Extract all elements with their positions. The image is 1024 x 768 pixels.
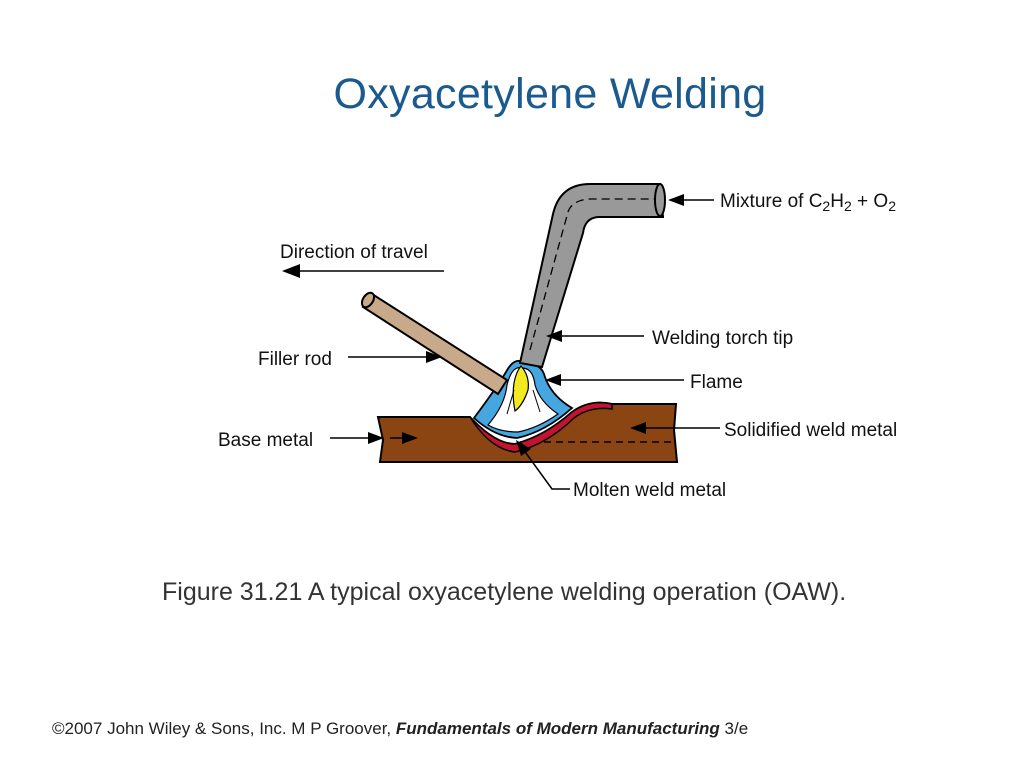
label-welding-torch-tip: Welding torch tip <box>652 328 793 349</box>
label-flame: Flame <box>690 372 743 393</box>
molten-weld-metal <box>469 401 613 453</box>
label-mixture: Mixture of C2H2 + O2 <box>720 191 896 214</box>
label-filler-rod: Filler rod <box>258 349 332 370</box>
slide-title: Oxyacetylene Welding <box>333 70 767 118</box>
flame-core <box>512 365 529 413</box>
label-solidified-weld-metal: Solidified weld metal <box>724 420 897 441</box>
filler-rod <box>361 292 509 396</box>
solidified-leader <box>630 422 720 434</box>
mixture-leader <box>668 194 714 206</box>
flame-leader <box>545 374 684 386</box>
torch-inlet <box>654 183 666 217</box>
welding-torch <box>518 183 665 369</box>
base-metal-flow-arrow <box>390 432 418 444</box>
label-molten-weld-metal: Molten weld metal <box>573 480 726 501</box>
base-metal-leader <box>330 432 384 444</box>
footer-suffix: 3/e <box>719 719 749 738</box>
footer-book-title: Fundamentals of Modern Manufacturing <box>395 719 720 738</box>
filler-rod-leader <box>348 351 442 363</box>
flame-streak <box>532 389 541 413</box>
molten-leader <box>516 440 570 490</box>
flame-streak <box>506 389 515 415</box>
figure-caption: Figure 31.21 A typical oxyacetylene weld… <box>162 578 847 606</box>
label-base-metal: Base metal <box>218 430 313 451</box>
filler-rod-end <box>360 291 376 309</box>
torch-tip-leader <box>546 330 644 342</box>
copyright-footer: ©2007 John Wiley & Sons, Inc. M P Groove… <box>52 719 748 739</box>
label-direction-of-travel: Direction of travel <box>280 242 428 263</box>
footer-prefix: ©2007 John Wiley & Sons, Inc. M P Groove… <box>52 719 396 738</box>
direction-arrow <box>282 264 444 278</box>
torch-hidden-line <box>529 198 660 351</box>
